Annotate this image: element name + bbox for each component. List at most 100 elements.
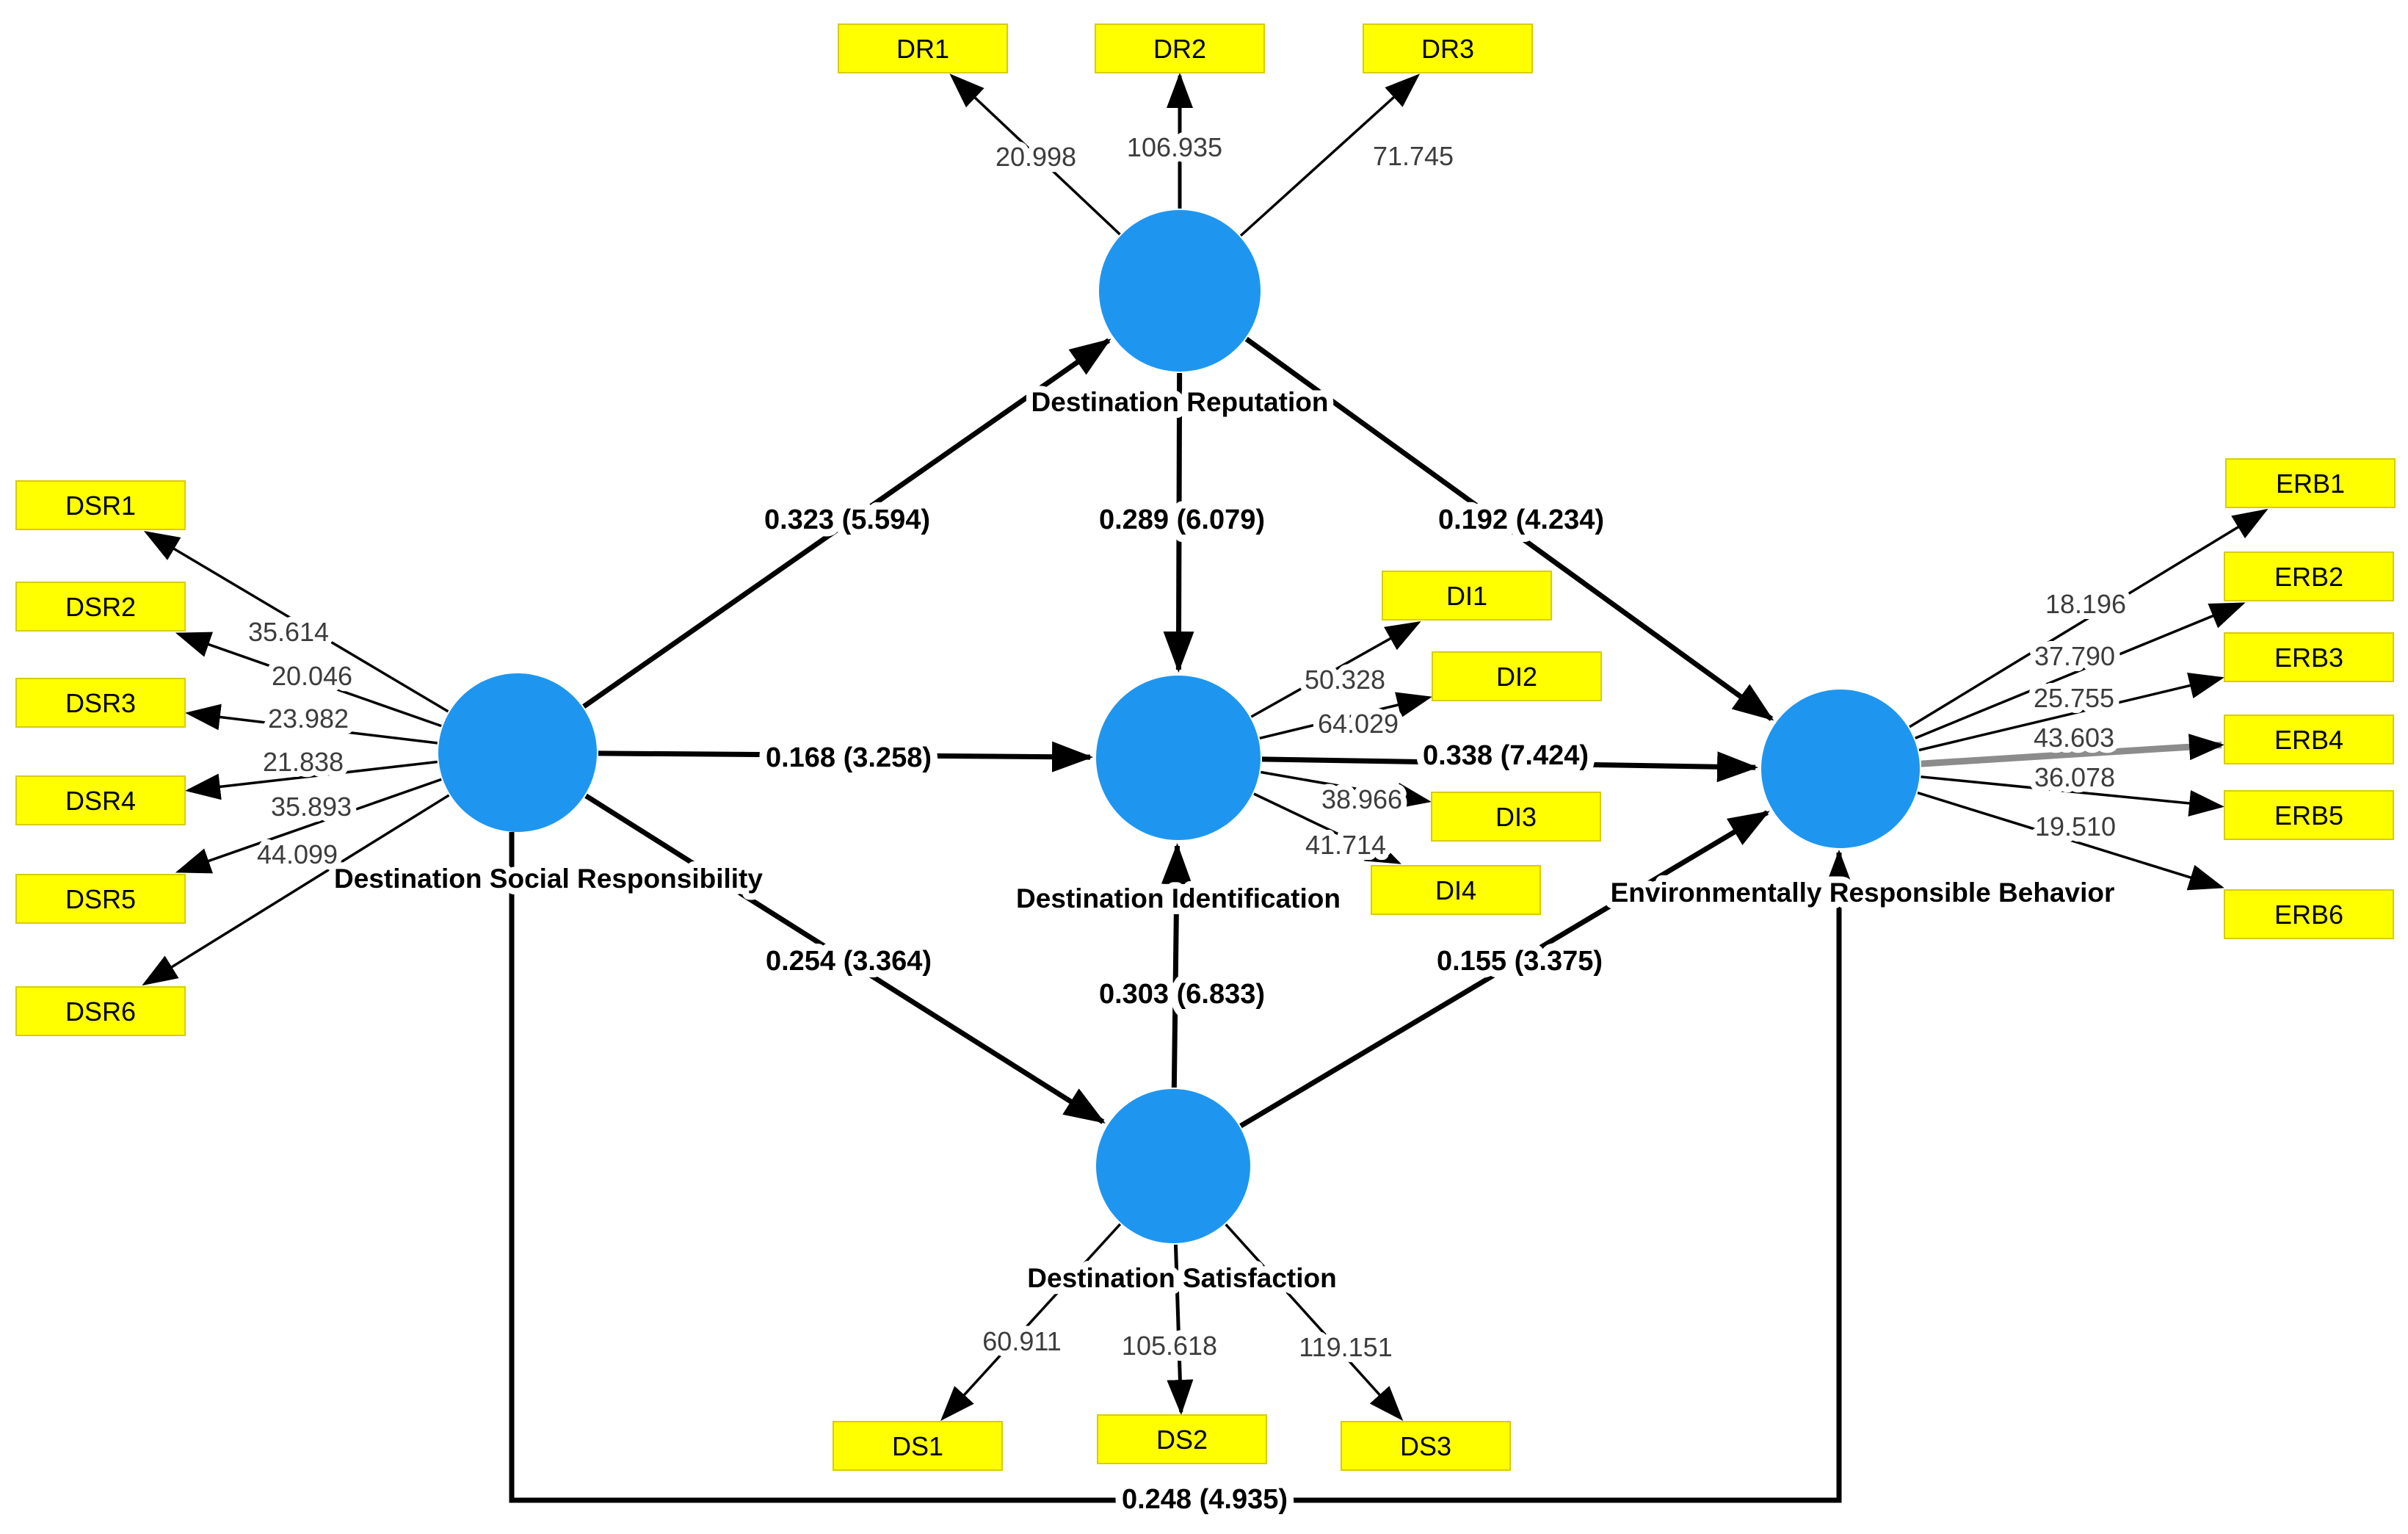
indicator-box-ERB2: [2224, 551, 2394, 601]
indicator-box-DI4: [1371, 865, 1541, 915]
indicator-box-DSR5: [15, 874, 186, 924]
loading-value-DS3: 119.151: [1299, 1332, 1392, 1362]
loading-value-DSR1: 35.614: [248, 617, 329, 647]
indicator-arrow-DSR4: [185, 760, 438, 800]
indicator-box-ERB5: [2224, 790, 2394, 840]
path-arrow-DS-ERB: [1239, 810, 1770, 1129]
indicator-arrow-ERB6: [1917, 791, 2224, 891]
path-arrow-DSR-ERB: [509, 832, 1854, 1503]
construct-label-ERB: Environmentally Responsible Behavior: [1611, 878, 2115, 908]
construct-node-DR: [1099, 210, 1261, 372]
indicator-box-ERB6: [2224, 889, 2394, 939]
indicator-box-DSR4: [15, 775, 186, 825]
loading-value-DI2: 64.029: [1318, 709, 1399, 739]
indicator-arrow-DI1: [1250, 621, 1421, 718]
indicator-arrow-DR3: [1239, 73, 1421, 237]
indicator-label-DR2: DR2: [1153, 34, 1206, 64]
indicator-box-DR2: [1095, 23, 1265, 73]
indicator-label-DI3: DI3: [1495, 802, 1537, 832]
path-coefficient-DSR-DI: 0.168 (3.258): [766, 742, 932, 773]
loading-value-DSR3: 23.982: [268, 703, 349, 734]
indicator-label-DSR5: DSR5: [65, 884, 136, 914]
indicator-box-DSR3: [15, 678, 186, 728]
loading-value-DI4: 41.714: [1305, 830, 1386, 860]
indicator-arrow-ERB3: [1918, 673, 2224, 752]
indicator-box-DR1: [838, 23, 1008, 73]
loading-value-DR1: 20.998: [996, 142, 1076, 172]
indicator-arrow-DR1: [949, 73, 1121, 236]
indicator-label-ERB3: ERB3: [2274, 643, 2343, 673]
indicator-arrow-DSR5: [175, 778, 442, 874]
construct-node-ERB: [1761, 690, 1920, 848]
construct-label-DI: Destination Identification: [1016, 883, 1341, 913]
indicator-arrow-DSR6: [142, 794, 450, 986]
edges-layer: [142, 73, 2269, 1503]
indicator-arrow-DS1: [940, 1223, 1122, 1421]
indicator-arrow-ERB2: [1915, 602, 2246, 739]
construct-label-DSR: Destination Social Responsibility: [334, 864, 763, 894]
path-coefficient-DSR-DS: 0.254 (3.364): [766, 946, 932, 977]
indicator-arrow-DI4: [1253, 792, 1401, 864]
loading-value-DR2: 106.935: [1127, 132, 1222, 162]
indicator-label-DR1: DR1: [896, 34, 949, 64]
indicator-label-ERB5: ERB5: [2274, 800, 2343, 831]
indicator-box-DR3: [1363, 23, 1533, 73]
path-coefficient-DSR-DR: 0.323 (5.594): [764, 504, 930, 535]
path-coefficient-DS-DI: 0.303 (6.833): [1099, 979, 1265, 1010]
loading-value-DSR4: 21.838: [263, 747, 344, 777]
loading-value-DSR6: 44.099: [257, 839, 338, 869]
loading-value-ERB2: 37.790: [2034, 641, 2115, 671]
construct-label-DR: Destination Reputation: [1031, 387, 1329, 417]
path-coefficient-DR-ERB: 0.192 (4.234): [1438, 504, 1604, 535]
indicator-box-DI2: [1432, 651, 1602, 701]
nodes-layer: [15, 23, 2396, 1471]
loading-value-ERB1: 18.196: [2045, 589, 2126, 619]
loading-value-ERB4: 43.603: [2034, 723, 2114, 753]
path-arrow-DSR-DS: [584, 793, 1106, 1124]
loading-value-DR3: 71.745: [1373, 141, 1454, 171]
indicator-arrow-ERB4: [1921, 734, 2224, 767]
path-coefficient-DS-ERB: 0.155 (3.375): [1437, 946, 1603, 977]
indicator-arrow-ERB1: [1909, 508, 2269, 728]
indicator-box-DSR1: [15, 480, 186, 530]
construct-node-DS: [1096, 1089, 1250, 1243]
path-arrow-DSR-DI: [598, 741, 1094, 773]
path-coefficient-DR-DI: 0.289 (6.079): [1099, 504, 1265, 535]
indicator-label-DSR2: DSR2: [65, 592, 136, 622]
indicator-label-DSR3: DSR3: [65, 688, 136, 718]
indicator-box-DI3: [1431, 792, 1601, 842]
path-arrow-DSR-DR: [582, 338, 1111, 709]
indicator-label-DS2: DS2: [1156, 1425, 1208, 1455]
indicator-arrow-DI3: [1261, 770, 1432, 809]
path-arrow-DR-DI: [1163, 372, 1194, 673]
indicator-box-ERB1: [2225, 458, 2396, 508]
indicator-label-DI2: DI2: [1496, 662, 1537, 692]
indicator-label-DSR1: DSR1: [65, 491, 136, 521]
indicator-label-DSR4: DSR4: [65, 786, 136, 816]
indicator-label-DSR6: DSR6: [65, 996, 136, 1027]
indicator-box-DS1: [833, 1421, 1003, 1471]
indicator-label-DS3: DS3: [1400, 1431, 1451, 1461]
indicator-arrow-DSR2: [175, 632, 442, 728]
indicator-arrow-DS3: [1225, 1223, 1404, 1421]
path-coefficient-DSR-ERB: 0.248 (4.935): [1122, 1484, 1288, 1515]
indicator-arrow-DSR1: [143, 530, 449, 713]
loading-value-DS2: 105.618: [1122, 1331, 1217, 1361]
indicator-box-DSR6: [15, 986, 186, 1036]
loading-value-DI3: 38.966: [1321, 784, 1402, 814]
loading-value-DSR2: 20.046: [272, 661, 352, 691]
loading-value-ERB6: 19.510: [2035, 811, 2116, 842]
indicator-box-ERB4: [2224, 714, 2394, 764]
indicator-arrow-ERB5: [1921, 775, 2224, 817]
indicator-arrow-DSR3: [185, 703, 438, 745]
path-arrow-DS-DI: [1161, 842, 1192, 1088]
construct-node-DSR: [438, 673, 597, 832]
indicator-label-ERB2: ERB2: [2274, 562, 2343, 592]
loading-value-DSR5: 35.893: [271, 792, 352, 822]
loading-value-DI1: 50.328: [1305, 665, 1385, 695]
indicator-label-ERB4: ERB4: [2274, 725, 2343, 755]
indicator-arrow-DS2: [1167, 1244, 1194, 1415]
